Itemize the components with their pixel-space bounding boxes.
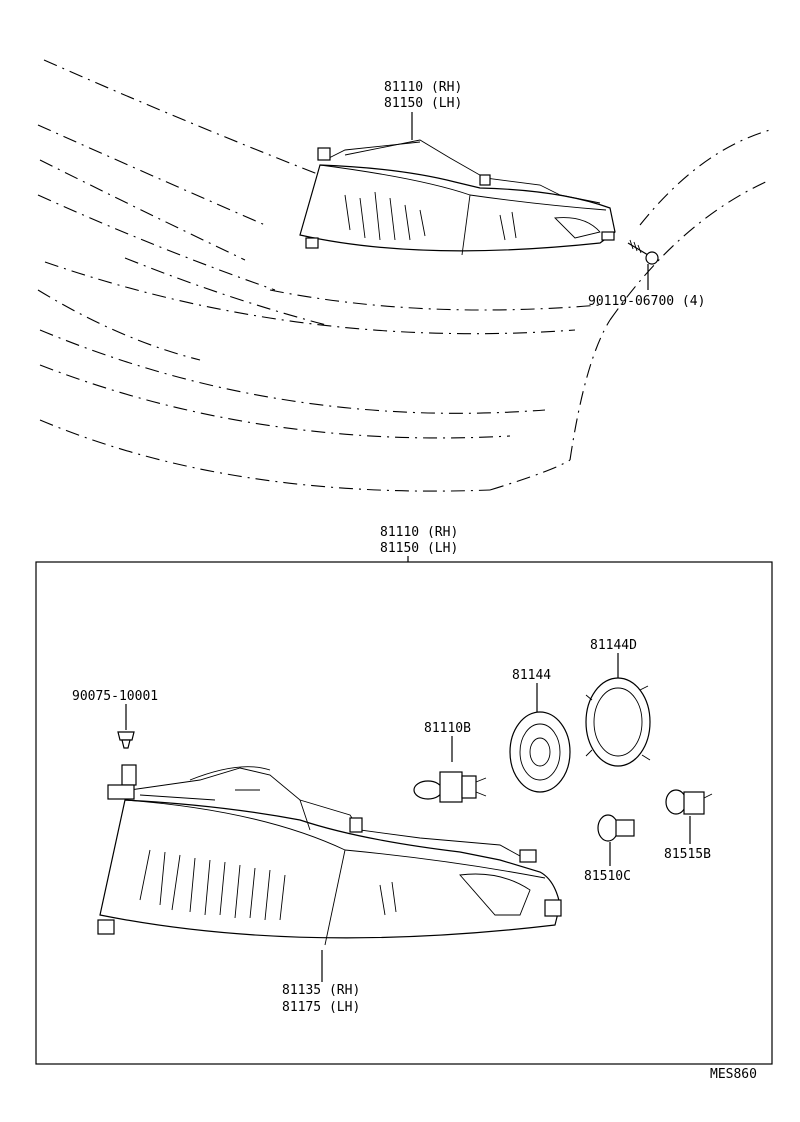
label-lens-lh: 81175 (LH) — [282, 1000, 360, 1015]
label-bulb-h4: 81110B — [424, 721, 471, 736]
exploded-view-frame — [35, 561, 773, 1065]
label-box-assembly-lh: 81150 (LH) — [380, 541, 458, 556]
diagram-code: MES860 — [710, 1067, 757, 1082]
h4-bulb-icon — [413, 771, 487, 803]
socket-cover-icon — [509, 711, 571, 793]
headlamp-top — [299, 139, 616, 256]
label-screw: 90119-06700 (4) — [588, 294, 705, 309]
small-socket-icon — [665, 789, 713, 815]
label-lens-rh: 81135 (RH) — [282, 983, 360, 998]
label-top-assembly-rh: 81110 (RH) — [384, 80, 462, 95]
label-box-assembly-rh: 81110 (RH) — [380, 525, 458, 540]
body-outline — [37, 59, 771, 492]
label-socket-cover: 81144 — [512, 668, 551, 683]
screw-icon — [627, 239, 659, 265]
label-retainer-ring: 81144D — [590, 638, 637, 653]
headlamp-exploded — [97, 764, 562, 946]
clip-icon — [117, 731, 135, 749]
label-clip: 90075-10001 — [72, 689, 158, 704]
small-bulb-icon — [597, 814, 635, 842]
label-top-assembly-lh: 81150 (LH) — [384, 96, 462, 111]
label-small-bulb: 81510C — [584, 869, 631, 884]
label-small-socket: 81515B — [664, 847, 711, 862]
retainer-ring-icon — [585, 677, 651, 767]
